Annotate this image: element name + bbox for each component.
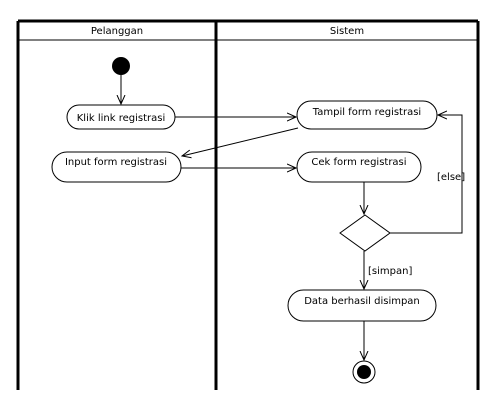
activity-data-disimpan-label: Data berhasil disimpan — [304, 296, 420, 307]
flow-tampil-to-input — [182, 127, 299, 156]
activity-cek-form: Cek form registrasi — [296, 151, 422, 183]
decision-node — [339, 214, 391, 252]
lane-title-sistem: Sistem — [330, 26, 364, 37]
activity-input-form-label: Input form registrasi — [65, 157, 167, 168]
activity-tampil-form-label: Tampil form registrasi — [312, 107, 421, 118]
final-node — [352, 360, 376, 384]
flow-decision-else — [390, 115, 463, 234]
activity-data-disimpan: Data berhasil disimpan — [287, 289, 437, 322]
activity-klik-link: Klik link registrasi — [66, 104, 176, 130]
lane-title-pelanggan: Pelanggan — [91, 26, 143, 37]
guard-else: [else] — [437, 172, 465, 183]
activity-cek-form-label: Cek form registrasi — [311, 157, 406, 168]
activity-tampil-form: Tampil form registrasi — [296, 100, 438, 130]
activity-klik-link-label: Klik link registrasi — [77, 113, 165, 124]
activity-input-form: Input form registrasi — [51, 151, 182, 183]
swimlane-frame — [16, 19, 480, 390]
initial-node — [112, 57, 130, 75]
guard-simpan: [simpan] — [368, 266, 412, 277]
